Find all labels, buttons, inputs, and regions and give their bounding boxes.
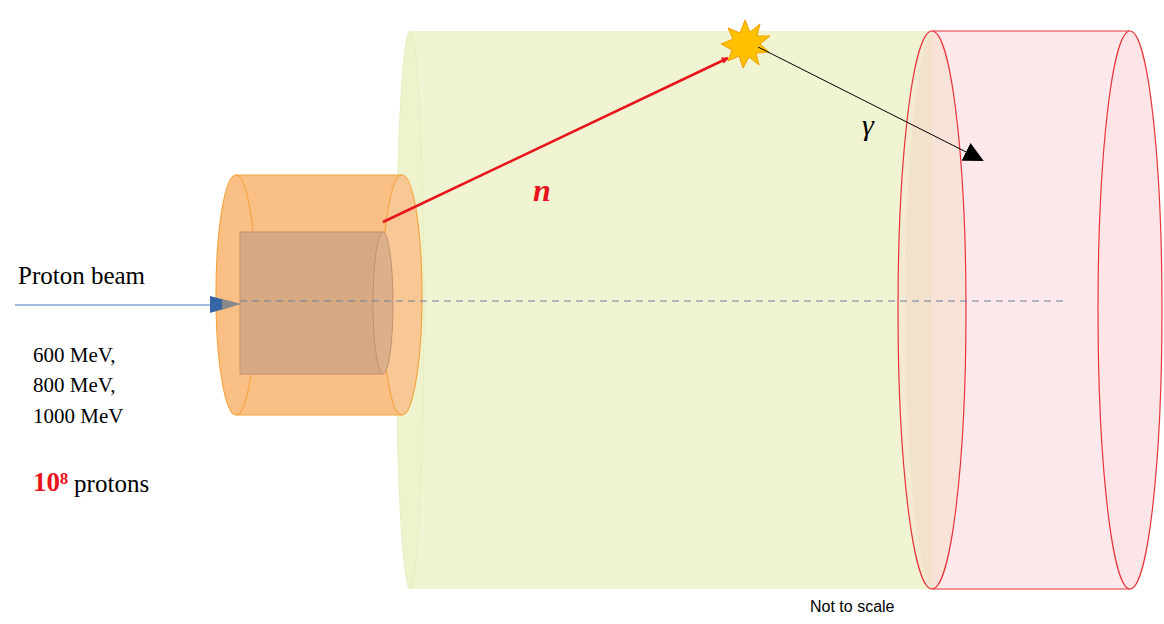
- energy-list: 600 MeV, 800 MeV, 1000 MeV: [33, 340, 145, 431]
- gamma-track: [758, 47, 982, 160]
- protons-word: protons: [74, 468, 149, 499]
- interaction-star: [721, 20, 770, 68]
- beam-axis: [240, 300, 1066, 301]
- detector-cylinder: [396, 31, 965, 589]
- gamma-symbol: γ: [862, 106, 874, 144]
- neutron-track: [383, 58, 728, 222]
- proton-count: 10⁸: [33, 466, 68, 500]
- inner-target: [240, 232, 393, 374]
- beam-arrowhead: [210, 296, 240, 313]
- scale-note: Not to scale: [810, 597, 894, 617]
- target-cylinder: [216, 175, 422, 415]
- beam-label: Proton beam: [18, 260, 145, 291]
- pink-cylinder: [898, 31, 1162, 589]
- proton-beam-line: [15, 304, 212, 305]
- beam-arrowhead-tip: [222, 299, 240, 310]
- neutron-symbol: n: [533, 170, 551, 210]
